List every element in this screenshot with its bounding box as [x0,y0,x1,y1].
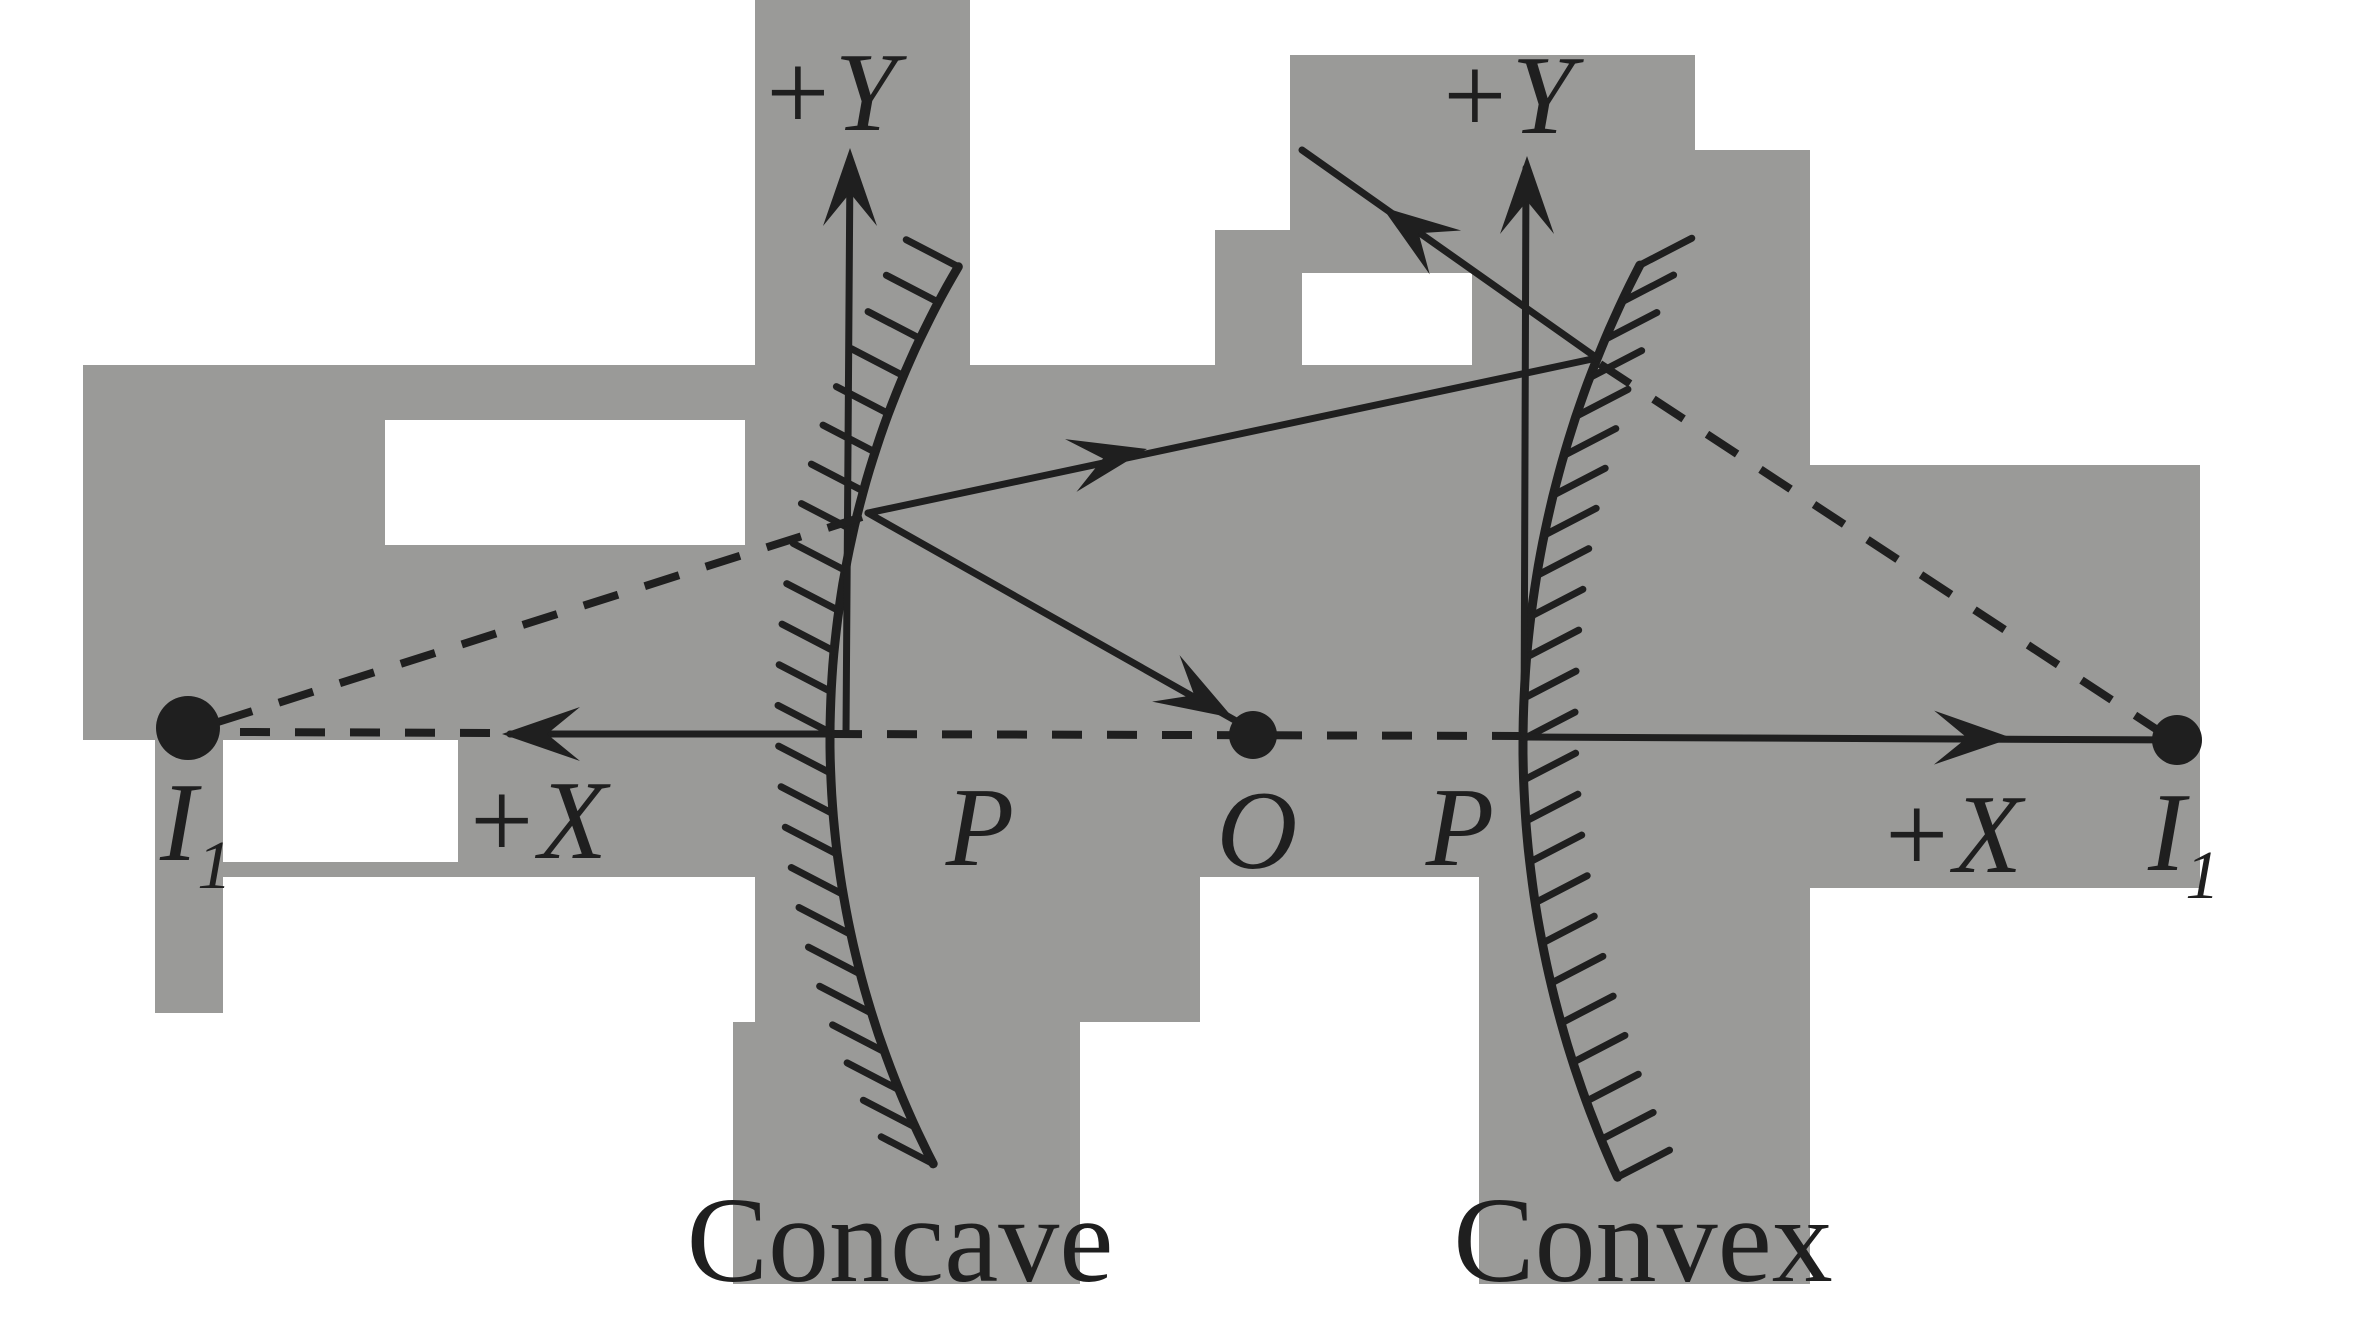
convex-mirror-hatch-15 [1533,545,1593,580]
y-axis-right-arrow [1500,156,1554,234]
convex-mirror-hatch-13 [1523,626,1583,661]
convex-mirror-hatch-14 [1527,585,1587,620]
ray-up-left-arrow [1382,207,1462,275]
scan-gray-block-9 [1479,877,1810,1284]
virtual-ray-to-right-image [1597,360,2165,737]
concave-mirror-hatch-1 [859,1096,919,1131]
scan-gray-block-5 [1810,465,2200,888]
scan-white-patch-0 [385,420,745,545]
scan-white-patch-2 [223,740,458,862]
ray-to-object-arrow [1152,655,1233,718]
concave-mirror-hatch-7 [787,864,847,899]
label-object: O [1217,769,1298,893]
concave-mirror-hatch-4 [816,982,876,1017]
concave-mirror-hatch-11 [774,701,834,736]
label-pole-right: P [1425,766,1494,890]
concave-mirror-hatch-22 [882,271,942,306]
convex-mirror-hatch-10 [1520,749,1580,784]
convex-mirror-hatch-19 [1572,385,1632,420]
convex-mirror-hatch-0 [1613,1146,1673,1181]
object-point [1229,711,1277,759]
concave-mirror-hatch-0 [877,1133,937,1168]
convex-mirror-hatch-9 [1522,790,1582,825]
y-axis-right-shaft [1520,164,1530,737]
convex-mirror-hatch-23 [1636,234,1696,269]
optical-axis-right-solid [1518,733,2184,744]
axis-dashed-between-poles [831,730,1521,740]
convex-mirror-hatch-17 [1549,464,1609,499]
scan-gray-block-3 [1215,230,1300,365]
convex-mirror-hatch-20 [1586,347,1646,382]
label-pole-left: P [945,766,1014,890]
virtual-ray-to-left-image [216,513,864,726]
concave-mirror-hatch-6 [795,904,855,939]
concave-mirror-hatch-20 [847,345,907,380]
label-plus-x-left: +X [463,759,612,883]
label-convex: Convex [1453,1173,1833,1308]
y-axis-left-shaft [842,158,854,737]
image-point-right [2152,715,2202,765]
scan-white-patch-1 [1302,273,1472,365]
convex-mirror-hatch-5 [1547,952,1607,987]
axis-left-arrow [502,707,580,761]
concave-mirror-hatch-13 [778,620,838,655]
ray-mirror-to-object [864,509,1242,726]
concave-mirror-hatch-10 [775,742,835,777]
label-plus-y-left: +Y [759,31,908,155]
concave-mirror-hatch-2 [843,1059,903,1094]
scan-gray-block-4 [1695,150,1810,465]
convex-mirror-hatch-8 [1526,831,1586,866]
convex-mirror-hatch-22 [1618,271,1678,306]
convex-mirror-hatch-3 [1569,1031,1629,1066]
concave-mirror-surface [825,262,963,1169]
concave-mirror-hatch-14 [783,580,843,615]
ray-concave-to-convex [864,354,1601,517]
scan-white-patch-3 [83,740,155,877]
convex-mirror-hatch-1 [1597,1109,1657,1144]
ray-reflected-convex [1298,146,1601,362]
image-point-left [156,696,220,760]
concave-mirror-hatch-12 [775,661,835,696]
concave-mirror-hatch-17 [807,460,867,495]
convex-mirror-hatch-21 [1601,309,1661,344]
label-plus-y-right: +Y [1436,34,1585,158]
y-axis-left-arrow [823,148,877,226]
convex-mirror-hatch-18 [1560,425,1620,460]
concave-mirror-hatch-3 [829,1021,889,1056]
label-image-left: I1 [159,761,232,903]
convex-mirror-hatch-2 [1582,1070,1642,1105]
concave-mirror-hatch-21 [864,308,924,343]
label-concave: Concave [687,1173,1114,1308]
concave-mirror-hatch-5 [804,943,864,978]
scan-gray-block-7 [755,877,1200,1022]
label-image-right: I1 [2147,771,2220,913]
axis-dashed-to-left-image [239,728,506,737]
convex-mirror-hatch-6 [1538,912,1598,947]
concave-mirror-hatch-23 [902,236,962,271]
label-plus-x-right: +X [1878,773,2027,897]
concave-mirror-hatch-9 [777,783,837,818]
concave-mirror-hatch-15 [789,539,849,574]
convex-mirror-hatch-7 [1531,872,1591,907]
convex-mirror-hatch-4 [1557,992,1617,1027]
axis-right-arrow [1933,710,2012,765]
concave-mirror-hatch-8 [781,823,841,858]
ray-up-right-arrow [1065,439,1147,492]
convex-mirror-hatch-16 [1540,504,1600,539]
convex-mirror-hatch-12 [1520,667,1580,702]
scan-gray-block-6 [155,733,223,1013]
